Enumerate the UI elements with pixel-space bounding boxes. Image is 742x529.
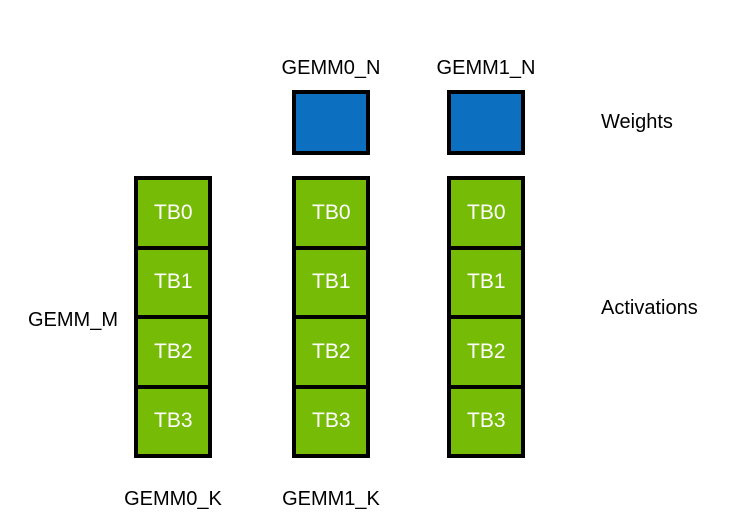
tb-cell: TB3 [134,384,212,458]
tb-cell: TB3 [447,384,525,458]
tb-cell: TB2 [134,315,212,389]
tb-cell: TB1 [447,245,525,319]
gemm1-weight-block [447,90,525,155]
tb-cell: TB2 [292,315,370,389]
gemm1-k-label: GEMM1_K [282,488,380,510]
weights-row-label: Weights [601,111,673,133]
gemm0-k-label: GEMM0_K [124,488,222,510]
activation-column-2: TB0 TB1 TB2 TB3 [447,176,525,458]
activations-row-label: Activations [601,297,698,319]
gemm-m-label: GEMM_M [28,309,118,331]
tb-cell: TB3 [292,384,370,458]
activation-column-0: TB0 TB1 TB2 TB3 [134,176,212,458]
gemm1-n-header-line1: GEMM1_N [436,57,536,79]
tb-cell: TB2 [447,315,525,389]
activation-column-1: TB0 TB1 TB2 TB3 [292,176,370,458]
tb-cell: TB0 [447,176,525,250]
tb-cell: TB0 [134,176,212,250]
tb-cell: TB0 [292,176,370,250]
gemm0-weight-block [292,90,370,155]
tb-cell: TB1 [134,245,212,319]
gemm0-n-header-line1: GEMM0_N [281,57,381,79]
tb-cell: TB1 [292,245,370,319]
